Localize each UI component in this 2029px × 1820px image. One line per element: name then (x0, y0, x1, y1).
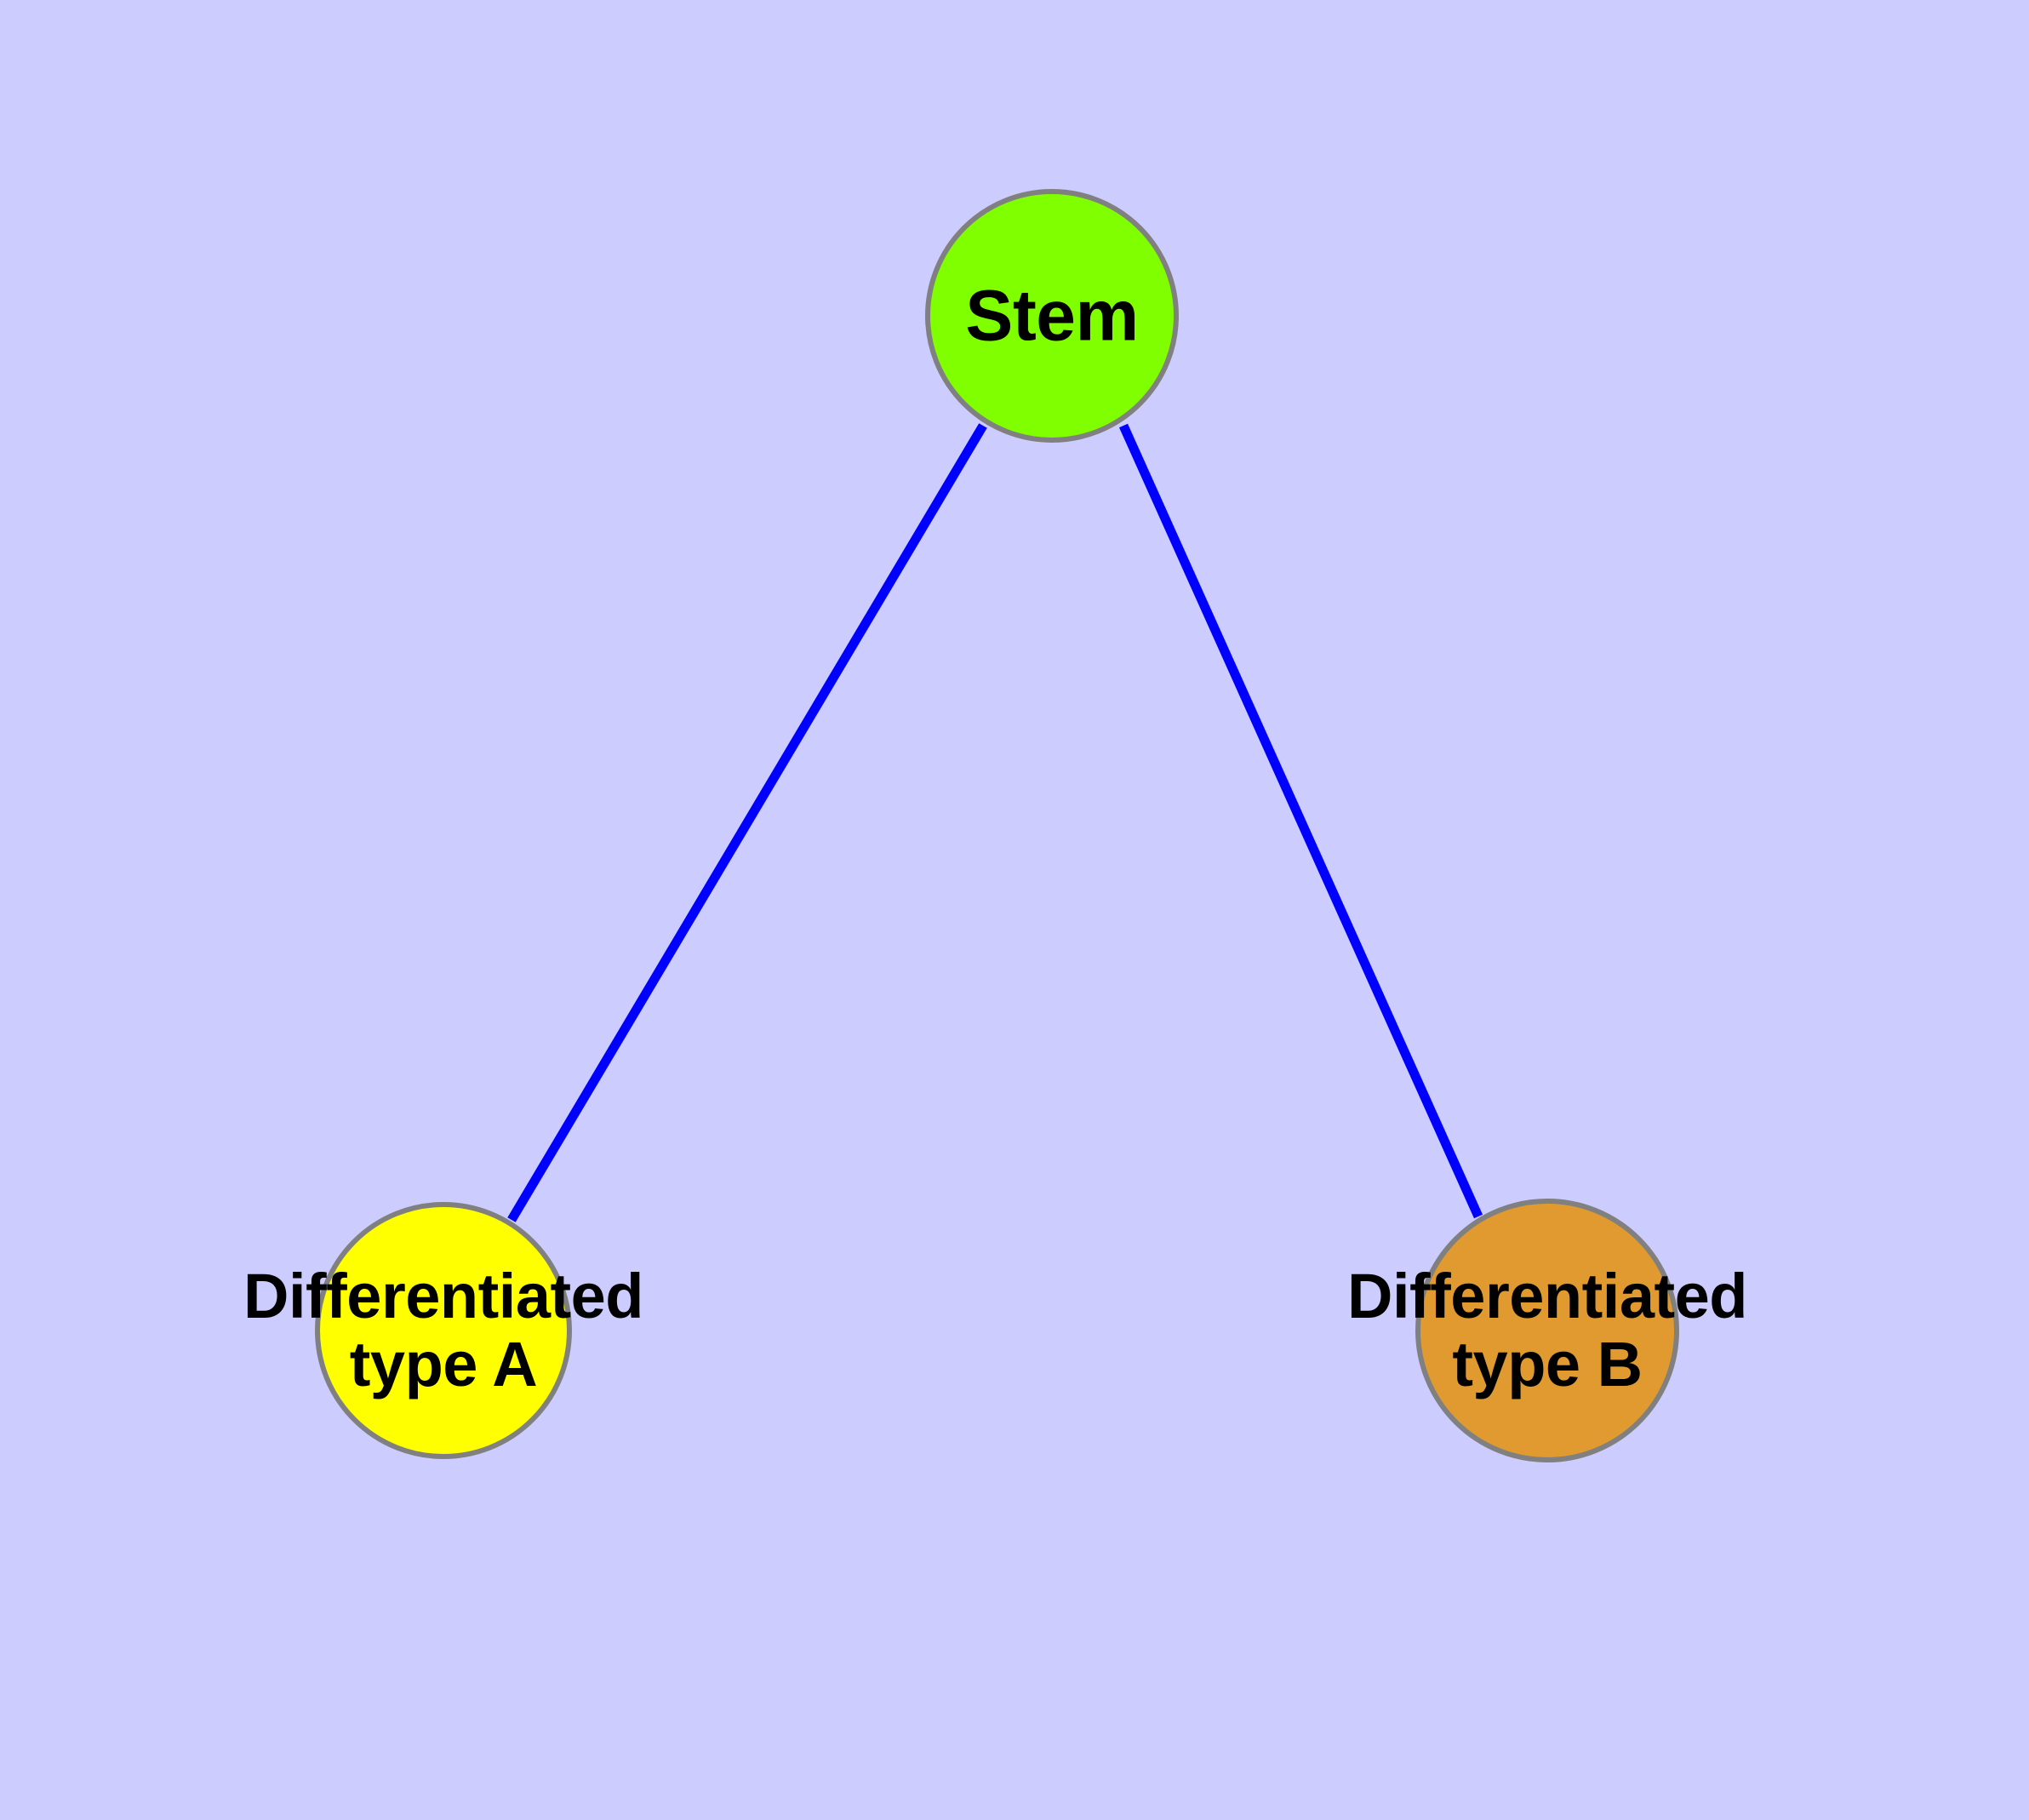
edge-stem-to-differentiated-type-b[interactable] (1118, 423, 1483, 1219)
node-stem[interactable]: Stem (925, 189, 1179, 443)
node-differentiated-type-b[interactable]: Differentiated type B (1347, 1199, 1747, 1462)
node-differentiated-type-a[interactable]: Differentiated type A (243, 1202, 643, 1459)
edge-stem-to-differentiated-type-a[interactable] (507, 423, 987, 1222)
node-stem-label: Stem (965, 275, 1139, 356)
